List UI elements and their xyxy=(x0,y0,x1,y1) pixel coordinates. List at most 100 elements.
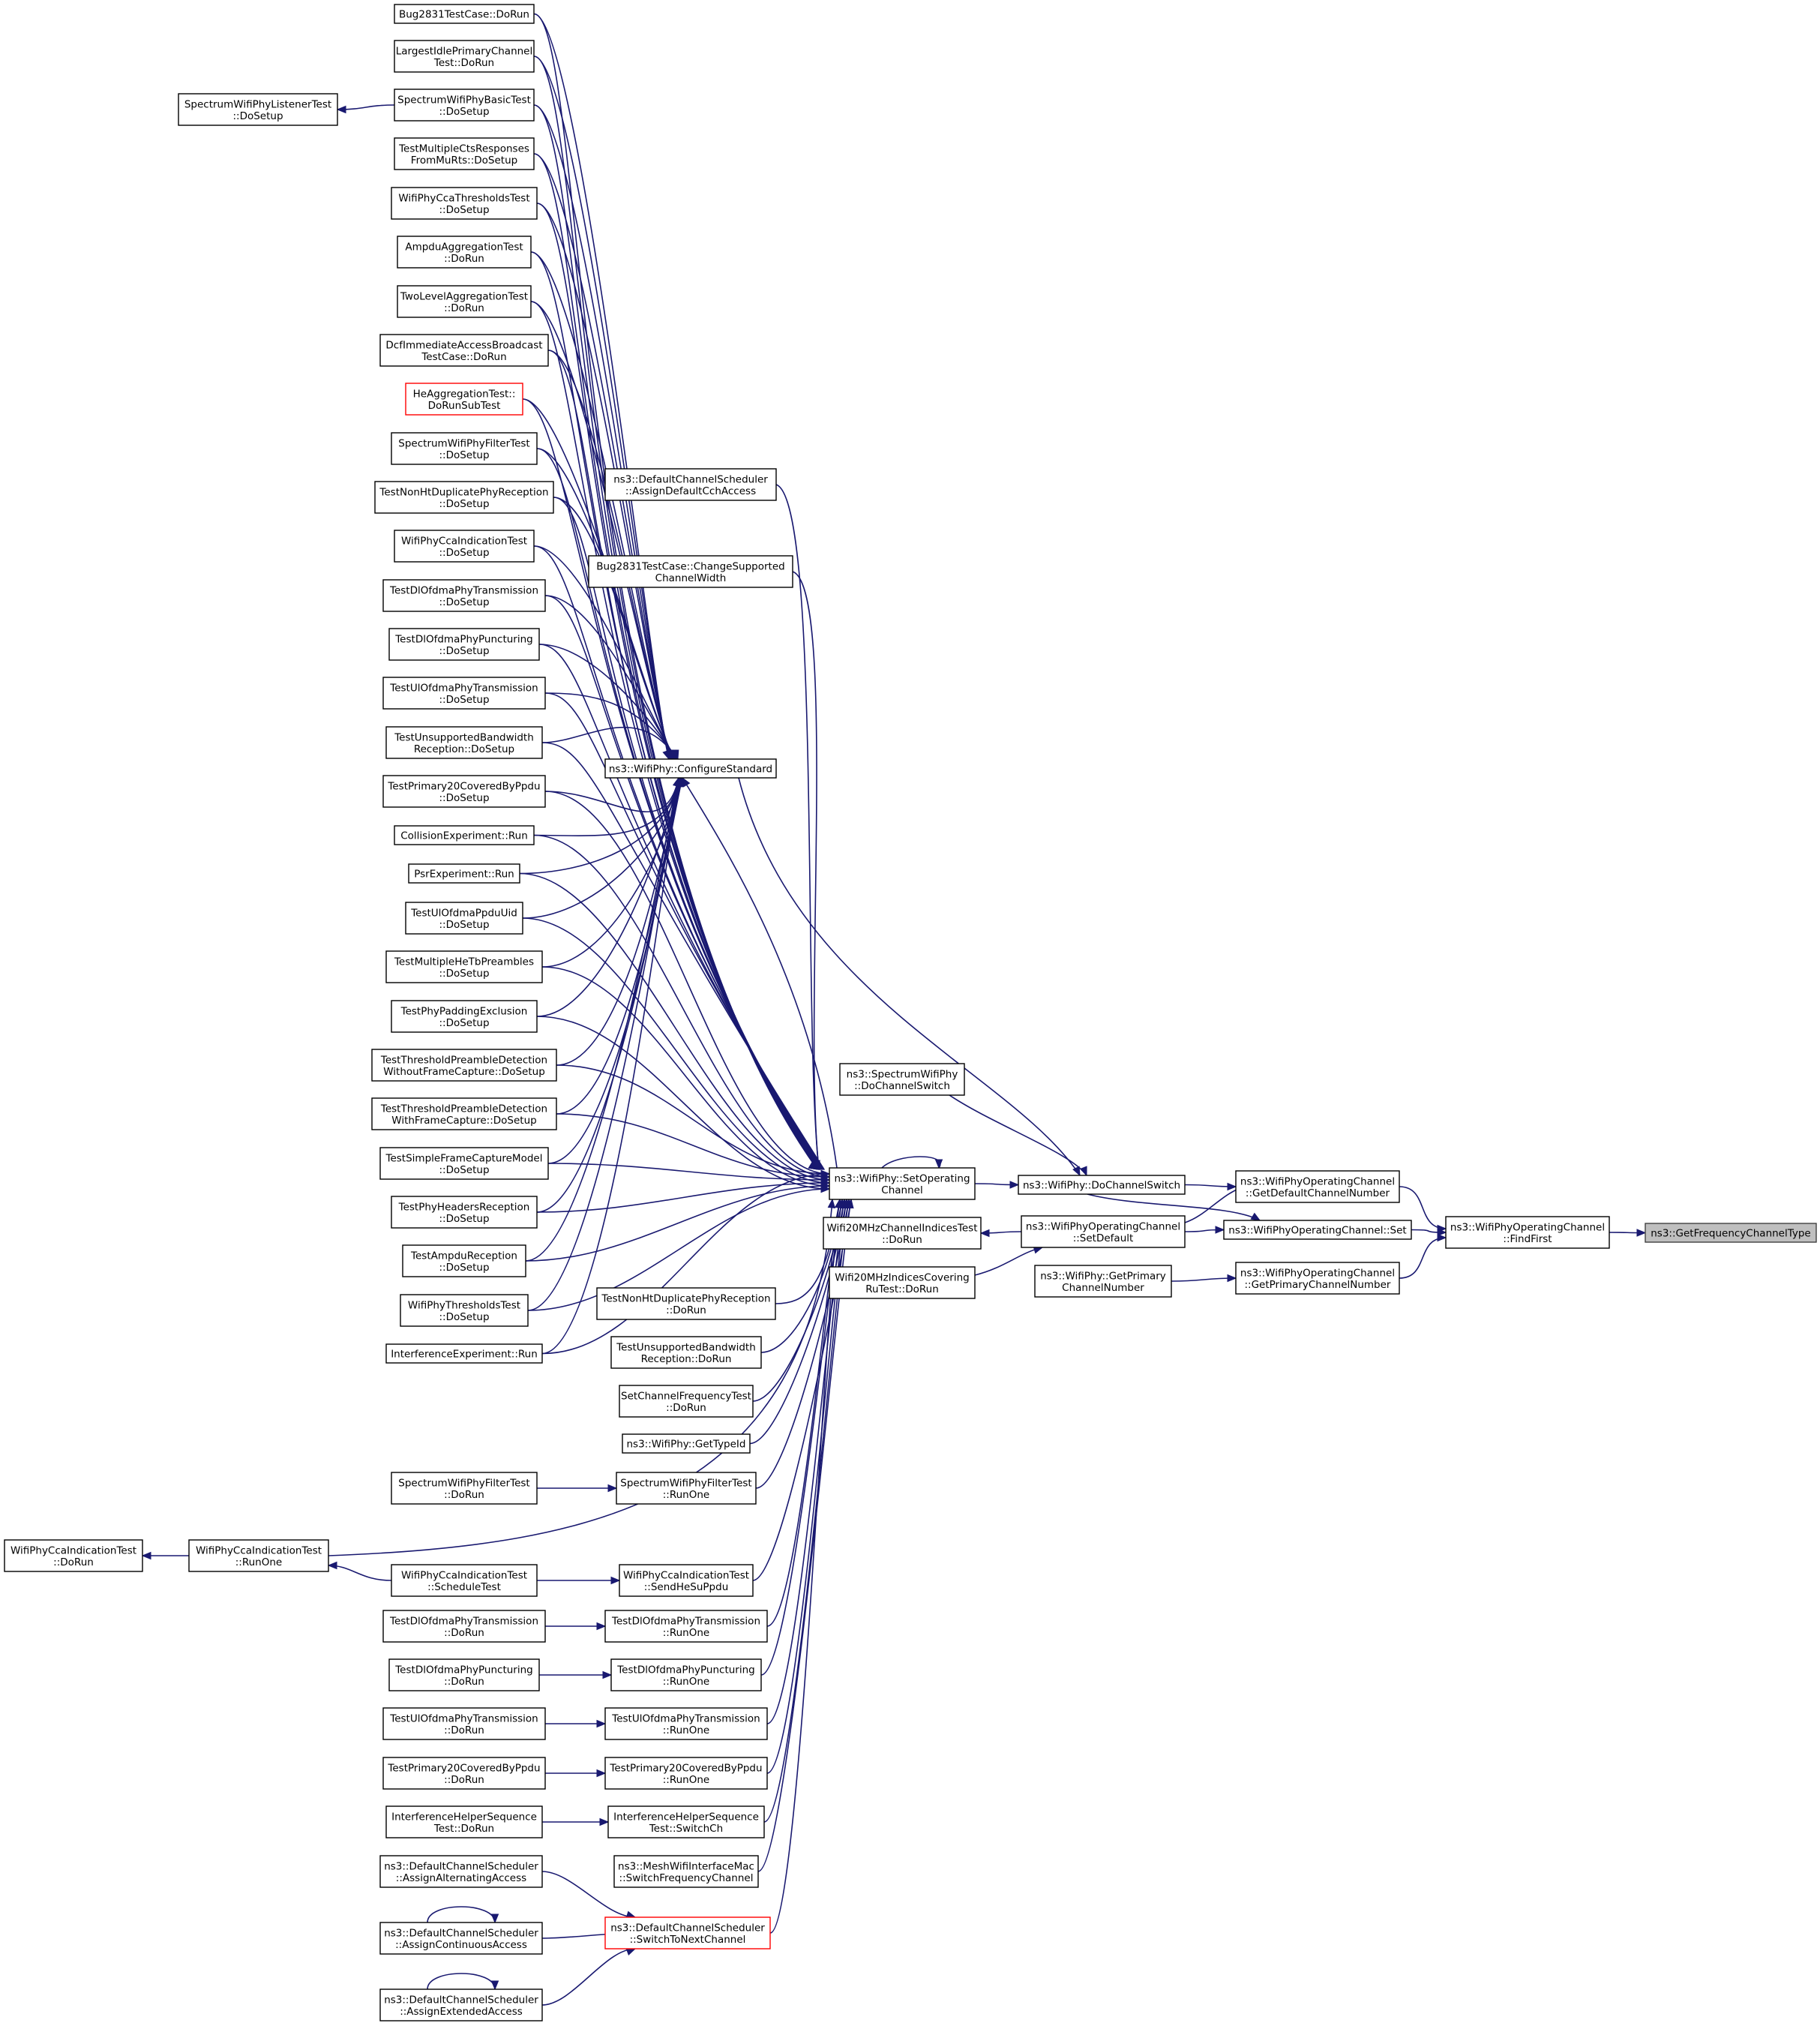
node-dcf-immediate[interactable]: DcfImmediateAccessBroadcastTestCase::DoR… xyxy=(379,334,549,367)
node-assign-default-cch[interactable]: ns3::DefaultChannelScheduler::AssignDefa… xyxy=(604,468,777,501)
node-cca-indication-dorun[interactable]: WifiPhyCcaIndicationTest::DoRun xyxy=(4,1539,143,1572)
edge-two_level_agg-set_operating_channel xyxy=(530,301,821,1170)
node-primary20-dorun[interactable]: TestPrimary20CoveredByPpdu::DoRun xyxy=(382,1757,546,1790)
node-cca-indication-runone[interactable]: WifiPhyCcaIndicationTest::RunOne xyxy=(188,1539,329,1572)
node-label: ns3::WifiPhyOperatingChannel xyxy=(1240,1175,1395,1187)
edge-spectrum_basic_setup-spectrum_listener_setup xyxy=(336,104,395,114)
node-label: AmpduAggregationTest xyxy=(405,241,523,253)
node-assign-alternating[interactable]: ns3::DefaultChannelScheduler::AssignAlte… xyxy=(379,1855,543,1888)
node-spectrum-filter-runone[interactable]: SpectrumWifiPhyFilterTest::RunOne xyxy=(616,1472,757,1505)
node-phy-headers[interactable]: TestPhyHeadersReception::DoSetup xyxy=(391,1196,538,1229)
edge-cca_indication_schedule-cca_indication_runone xyxy=(327,1561,392,1581)
node-threshold-with[interactable]: TestThresholdPreambleDetectionWithFrameC… xyxy=(371,1097,557,1130)
node-op-channel-set-default[interactable]: ns3::WifiPhyOperatingChannel::SetDefault xyxy=(1021,1215,1186,1248)
node-configure-standard[interactable]: ns3::WifiPhy::ConfigureStandard xyxy=(604,758,777,779)
node-find-first[interactable]: ns3::WifiPhyOperatingChannel::FindFirst xyxy=(1445,1216,1610,1249)
node-label: ns3::WifiPhyOperatingChannel::Set xyxy=(1228,1225,1406,1237)
node-dl-ofdma-punct-runone[interactable]: TestDlOfdmaPhyPuncturing::RunOne xyxy=(610,1658,762,1691)
node-label: Wifi20MHzIndicesCovering xyxy=(835,1271,969,1283)
node-dl-ofdma-punct-dorun[interactable]: TestDlOfdmaPhyPuncturing::DoRun xyxy=(388,1658,540,1691)
node-spectrum-filter-dorun[interactable]: SpectrumWifiPhyFilterTest::DoRun xyxy=(391,1472,538,1505)
node-assign-extended[interactable]: ns3::DefaultChannelScheduler::AssignExte… xyxy=(379,1988,543,2021)
node-ampdu-agg[interactable]: AmpduAggregationTest::DoRun xyxy=(397,236,532,269)
node-phy-padding[interactable]: TestPhyPaddingExclusion::DoSetup xyxy=(391,1000,538,1033)
edge-unsupported_bw_setup-configure_standard xyxy=(541,727,679,761)
node-bug2831-dorun[interactable]: Bug2831TestCase::DoRun xyxy=(394,4,535,24)
node-label: ns3::WifiPhy::SetOperating xyxy=(834,1172,970,1184)
node-get-type-id[interactable]: ns3::WifiPhy::GetTypeId xyxy=(622,1433,751,1454)
node-cca-indication-schedule[interactable]: WifiPhyCcaIndicationTest::ScheduleTest xyxy=(391,1564,538,1597)
node-label: ::DoSetup xyxy=(439,1311,489,1323)
edge-dcf_immediate-configure_standard xyxy=(547,350,674,761)
node-primary20-runone[interactable]: TestPrimary20CoveredByPpdu::RunOne xyxy=(604,1757,768,1790)
edge-cca_indication_runone-cca_indication_dorun xyxy=(141,1551,190,1560)
edge-ul_ofdma_tx_dorun-ul_ofdma_tx_runone xyxy=(544,1719,607,1728)
node-phy-thresholds[interactable]: WifiPhyThresholdsTest::DoSetup xyxy=(400,1294,529,1327)
node-nonht-dup-setup[interactable]: TestNonHtDuplicatePhyReception::DoSetup xyxy=(374,481,554,514)
node-ul-ofdma-tx-runone[interactable]: TestUlOfdmaPhyTransmission::RunOne xyxy=(604,1707,768,1740)
node-ul-ofdma-ppdu-uid[interactable]: TestUlOfdmaPpduUid::DoSetup xyxy=(405,902,523,935)
node-label: ns3::WifiPhy::DoChannelSwitch xyxy=(1023,1180,1180,1192)
node-get-primary-channel-number[interactable]: ns3::WifiPhy::GetPrimaryChannelNumber xyxy=(1034,1265,1172,1298)
node-multiple-he-tb[interactable]: TestMultipleHeTbPreambles::DoSetup xyxy=(385,950,543,983)
node-label: ::RunOne xyxy=(663,1724,709,1736)
node-assign-continuous[interactable]: ns3::DefaultChannelScheduler::AssignCont… xyxy=(379,1922,543,1955)
node-label: TestNonHtDuplicatePhyReception xyxy=(601,1292,770,1304)
node-ampdu-reception[interactable]: TestAmpduReception::DoSetup xyxy=(402,1244,526,1277)
node-cca-indication-setup[interactable]: WifiPhyCcaIndicationTest::DoSetup xyxy=(394,530,535,563)
node-change-supported-bw[interactable]: Bug2831TestCase::ChangeSupportedChannelW… xyxy=(588,555,793,588)
node-mesh-switch-freq[interactable]: ns3::MeshWifiInterfaceMac::SwitchFrequen… xyxy=(613,1855,759,1888)
node-get-default-channel-number[interactable]: ns3::WifiPhyOperatingChannel::GetDefault… xyxy=(1235,1170,1400,1203)
node-get-frequency-channel-type[interactable]: ns3::GetFrequencyChannelType xyxy=(1645,1223,1817,1243)
node-simple-frame-capture[interactable]: TestSimpleFrameCaptureModel::DoSetup xyxy=(379,1147,549,1180)
node-he-agg[interactable]: HeAggregationTest::DoRunSubTest xyxy=(405,383,523,416)
edge-two_level_agg-configure_standard xyxy=(530,301,674,761)
node-label: Reception::DoSetup xyxy=(414,743,514,755)
node-threshold-without[interactable]: TestThresholdPreambleDetectionWithoutFra… xyxy=(371,1049,557,1082)
edge-find_first-get_frequency_channel_type xyxy=(1609,1229,1647,1237)
node-dl-ofdma-punct-setup[interactable]: TestDlOfdmaPhyPuncturing::DoSetup xyxy=(388,628,540,661)
edge-spectrum_filter_dorun-spectrum_filter_runone xyxy=(537,1484,618,1493)
node-primary20-setup[interactable]: TestPrimary20CoveredByPpdu::DoSetup xyxy=(382,775,546,808)
node-op-get-primary-channel-number[interactable]: ns3::WifiPhyOperatingChannel::GetPrimary… xyxy=(1235,1262,1400,1295)
node-spectrum-listener-setup[interactable]: SpectrumWifiPhyListenerTest::DoSetup xyxy=(178,93,338,126)
node-multiple-cts[interactable]: TestMultipleCtsResponsesFromMuRts::DoSet… xyxy=(394,137,535,170)
node-label: TestUlOfdmaPpduUid xyxy=(410,907,517,919)
edge-assign_extended-switch_to_next xyxy=(541,1948,637,2006)
node-dl-ofdma-tx-runone[interactable]: TestDlOfdmaPhyTransmission::RunOne xyxy=(604,1610,768,1643)
node-collision-run[interactable]: CollisionExperiment::Run xyxy=(394,825,535,845)
node-unsupported-bw-setup[interactable]: TestUnsupportedBandwidthReception::DoSet… xyxy=(385,726,543,759)
node-set-channel-freq[interactable]: SetChannelFrequencyTest::DoRun xyxy=(619,1385,754,1418)
node-label: ::DoRun xyxy=(444,1676,484,1688)
node-op-channel-set[interactable]: ns3::WifiPhyOperatingChannel::Set xyxy=(1223,1220,1412,1240)
node-psr-run[interactable]: PsrExperiment::Run xyxy=(408,863,520,884)
node-ul-ofdma-tx-dorun[interactable]: TestUlOfdmaPhyTransmission::DoRun xyxy=(382,1707,546,1740)
node-ul-ofdma-tx-setup[interactable]: TestUlOfdmaPhyTransmission::DoSetup xyxy=(382,677,546,710)
node-switch-to-next[interactable]: ns3::DefaultChannelScheduler::SwitchToNe… xyxy=(604,1916,771,1949)
node-dl-ofdma-tx-dorun[interactable]: TestDlOfdmaPhyTransmission::DoRun xyxy=(382,1610,546,1643)
node-cca-indication-send[interactable]: WifiPhyCcaIndicationTest::SendHeSuPpdu xyxy=(619,1564,754,1597)
node-two-level-agg[interactable]: TwoLevelAggregationTest::DoRun xyxy=(397,285,532,318)
node-cca-thresholds[interactable]: WifiPhyCcaThresholdsTest::DoSetup xyxy=(391,187,538,220)
node-label: ::DoRun xyxy=(444,253,484,265)
node-spectrum-do-channel-switch[interactable]: ns3::SpectrumWifiPhy::DoChannelSwitch xyxy=(839,1063,965,1096)
node-label: ::DoSetup xyxy=(439,792,489,804)
node-label: ::DoSetup xyxy=(439,968,489,980)
node-interference-run[interactable]: InterferenceExperiment::Run xyxy=(385,1343,543,1364)
node-label: TestCase::DoRun xyxy=(421,351,506,363)
node-nonht-dup-dorun[interactable]: TestNonHtDuplicatePhyReception::DoRun xyxy=(596,1287,776,1320)
node-label: ::DoSetup xyxy=(439,645,489,657)
node-wifi20-indices[interactable]: Wifi20MHzChannelIndicesTest::DoRun xyxy=(823,1217,982,1250)
node-label: ::RunOne xyxy=(663,1627,709,1639)
node-do-channel-switch[interactable]: ns3::WifiPhy::DoChannelSwitch xyxy=(1018,1175,1186,1195)
node-spectrum-filter-setup[interactable]: SpectrumWifiPhyFilterTest::DoSetup xyxy=(391,432,538,465)
node-spectrum-basic-setup[interactable]: SpectrumWifiPhyBasicTest::DoSetup xyxy=(394,89,535,122)
node-dl-ofdma-tx-setup[interactable]: TestDlOfdmaPhyTransmission::DoSetup xyxy=(382,579,546,612)
node-label: RuTest::DoRun xyxy=(865,1283,939,1295)
